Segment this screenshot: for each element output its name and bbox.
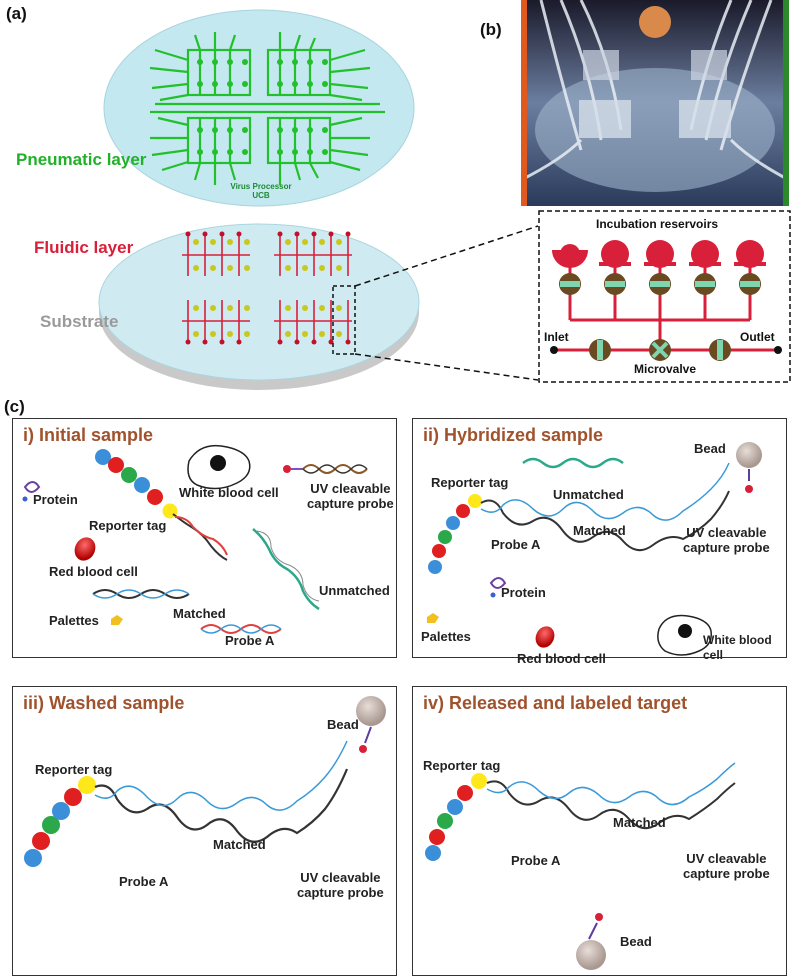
device-layers-illustration <box>98 9 539 390</box>
chip-text: Virus Processor UCB <box>218 182 304 200</box>
device-photo <box>520 0 790 206</box>
washed-bead-label: Bead <box>327 717 359 732</box>
pneumatic-disc <box>103 9 415 207</box>
initial-probe-a-label: Probe A <box>225 633 275 648</box>
fluidic-reservoirs <box>193 239 342 337</box>
initial-uv-probe-label: UV cleavable capture probe <box>307 481 394 511</box>
hybridized-bead-label: Bead <box>694 441 726 456</box>
washed-uv-probe-label: UV cleavable capture probe <box>297 870 384 900</box>
reservoirs <box>552 240 766 268</box>
pneumatic-network <box>149 32 385 185</box>
initial-palettes-label: Palettes <box>49 613 99 628</box>
hybridized-uv-probe-label: UV cleavable capture probe <box>683 525 770 555</box>
released-probe-a-label: Probe A <box>511 853 561 868</box>
washed-probe-a-label: Probe A <box>119 874 169 889</box>
pneumatic-dots <box>197 59 328 155</box>
hybridized-probe-a-label: Probe A <box>491 537 541 552</box>
released-target-illustration <box>425 762 736 970</box>
fluidic-layer-label: Fluidic layer <box>34 238 134 257</box>
initial-reporter-tag-label: Reporter tag <box>89 518 167 533</box>
initial-white-blood-cell-label: White blood cell <box>179 485 279 500</box>
initial-sample-illustration <box>22 444 368 634</box>
hybridized-reporter-tag-label: Reporter tag <box>431 475 509 490</box>
released-uv-probe-line2: capture probe <box>683 866 770 881</box>
initial-uv-probe-line2: capture probe <box>307 496 394 511</box>
initial-matched-label: Matched <box>173 606 226 621</box>
microvalve-label: Microvalve <box>634 362 697 376</box>
washed-sample-illustration <box>24 696 386 867</box>
valve-schematic <box>538 210 791 383</box>
fluidic-network <box>182 234 352 342</box>
chip-text-line2: UCB <box>252 191 270 200</box>
released-reporter-tag-label: Reporter tag <box>423 758 501 773</box>
incubation-reservoirs-label: Incubation reservoirs <box>596 217 719 231</box>
hybridized-unmatched-label: Unmatched <box>553 487 624 502</box>
initial-sample-title: i) Initial sample <box>23 425 154 445</box>
released-bead-label: Bead <box>620 934 652 949</box>
released-uv-probe-label: UV cleavable capture probe <box>683 851 770 881</box>
released-uv-probe-line1: UV cleavable <box>686 851 767 866</box>
valves <box>559 273 761 361</box>
hybridized-sample-illustration <box>427 442 762 656</box>
hybridized-protein-label: Protein <box>501 585 546 600</box>
pneumatic-layer-label: Pneumatic layer <box>16 150 147 169</box>
panel-label-c: (c) <box>4 397 25 416</box>
initial-uv-probe-line1: UV cleavable <box>310 481 391 496</box>
washed-matched-label: Matched <box>213 837 266 852</box>
hybridized-white-blood-cell-label: White blood cell <box>703 633 772 662</box>
hybridized-matched-label: Matched <box>573 523 626 538</box>
zoom-line-bottom <box>354 353 539 381</box>
washed-uv-probe-line2: capture probe <box>297 885 384 900</box>
outlet-label: Outlet <box>740 330 775 344</box>
initial-protein-label: Protein <box>33 492 78 507</box>
zoom-line-top <box>354 225 539 287</box>
washed-sample-title: iii) Washed sample <box>23 693 185 713</box>
released-matched-label: Matched <box>613 815 666 830</box>
hybridized-uv-probe-line2: capture probe <box>683 540 770 555</box>
initial-red-blood-cell-label: Red blood cell <box>49 564 138 579</box>
released-target-title: iv) Released and labeled target <box>423 693 688 713</box>
chip-text-line1: Virus Processor <box>230 182 292 191</box>
washed-reporter-tag-label: Reporter tag <box>35 762 113 777</box>
hybridized-red-blood-cell-label: Red blood cell <box>517 651 606 666</box>
inlet-label: Inlet <box>544 330 569 344</box>
panel-label-a: (a) <box>6 4 27 23</box>
substrate-disc <box>98 223 420 381</box>
fluidic-dots <box>185 231 351 345</box>
washed-uv-probe-line1: UV cleavable <box>300 870 381 885</box>
hybridized-uv-probe-line1: UV cleavable <box>686 525 767 540</box>
panel-initial-sample: i) Initial sample Protein White blood ce <box>12 418 397 658</box>
initial-unmatched-label: Unmatched <box>319 583 390 598</box>
hybridized-palettes-label: Palettes <box>421 629 471 644</box>
panel-released-target: iv) Released and labeled target Reporter… <box>412 686 787 976</box>
panel-label-b: (b) <box>480 20 502 39</box>
zoom-box <box>332 285 356 355</box>
hybridized-sample-title: ii) Hybridized sample <box>423 425 604 445</box>
panel-hybridized-sample: ii) Hybridized sample Reporter tag Bead … <box>412 418 787 666</box>
substrate-label: Substrate <box>40 312 119 331</box>
panel-washed-sample: iii) Washed sample Reporter tag Bead Mat… <box>12 686 397 976</box>
